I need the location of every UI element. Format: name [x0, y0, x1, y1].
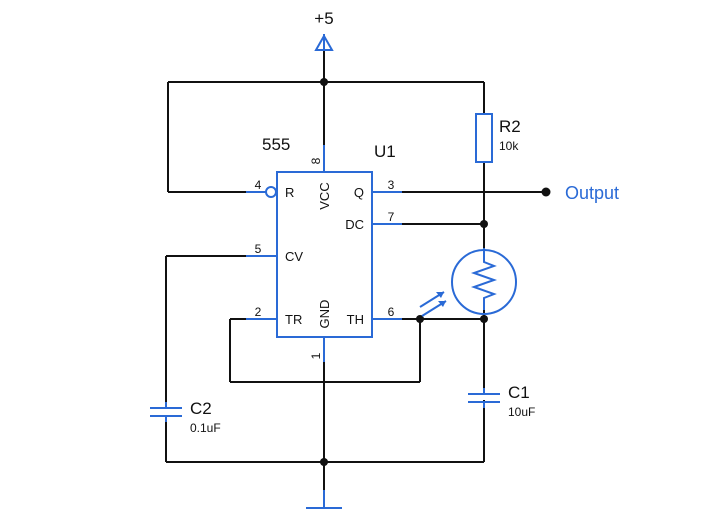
- pin-8-number: 8: [309, 157, 323, 164]
- ground-symbol-icon: [306, 490, 342, 509]
- pin-6-number: 6: [388, 305, 395, 319]
- junction-dot: [320, 458, 328, 466]
- c1-ref-label: C1: [508, 383, 530, 402]
- junction-dot: [320, 78, 328, 86]
- capacitor-c1: [468, 388, 500, 408]
- ic-ref-label: U1: [374, 142, 396, 161]
- pin-vcc-name: VCC: [317, 182, 332, 209]
- pin-7-number: 7: [388, 210, 395, 224]
- junction-dot: [480, 220, 488, 228]
- wires: [165, 50, 546, 498]
- pin-dc-name: DC: [345, 217, 364, 232]
- pin-5-number: 5: [255, 242, 262, 256]
- resistor-r2: [475, 113, 493, 163]
- pin-q-name: Q: [354, 185, 364, 200]
- supply-arrow-icon: [314, 33, 334, 51]
- reset-inversion-bubble: [265, 186, 277, 198]
- output-label: Output: [565, 183, 619, 203]
- pin-4-number: 4: [255, 178, 262, 192]
- pin-r-name: R: [285, 185, 294, 200]
- supply-label: +5: [314, 9, 333, 28]
- pin-2-number: 2: [255, 305, 262, 319]
- r2-value-label: 10k: [499, 139, 519, 153]
- ldr-photoresistor-icon: [419, 248, 517, 317]
- c2-value-label: 0.1uF: [190, 421, 221, 435]
- pin-cv-name: CV: [285, 249, 303, 264]
- pin-tr-name: TR: [285, 312, 302, 327]
- r2-ref-label: R2: [499, 117, 521, 136]
- ic-pins: [246, 145, 402, 362]
- junction-dot: [416, 315, 424, 323]
- ic-name-label: 555: [262, 135, 290, 154]
- junction-dot: [480, 315, 488, 323]
- output-terminal-dot: [541, 187, 551, 197]
- junctions: [320, 78, 551, 466]
- pin-gnd-name: GND: [317, 300, 332, 329]
- pin-3-number: 3: [388, 178, 395, 192]
- c2-ref-label: C2: [190, 399, 212, 418]
- c1-value-label: 10uF: [508, 405, 535, 419]
- pin-th-name: TH: [347, 312, 364, 327]
- pin-1-number: 1: [309, 352, 323, 359]
- capacitor-c2: [150, 402, 182, 422]
